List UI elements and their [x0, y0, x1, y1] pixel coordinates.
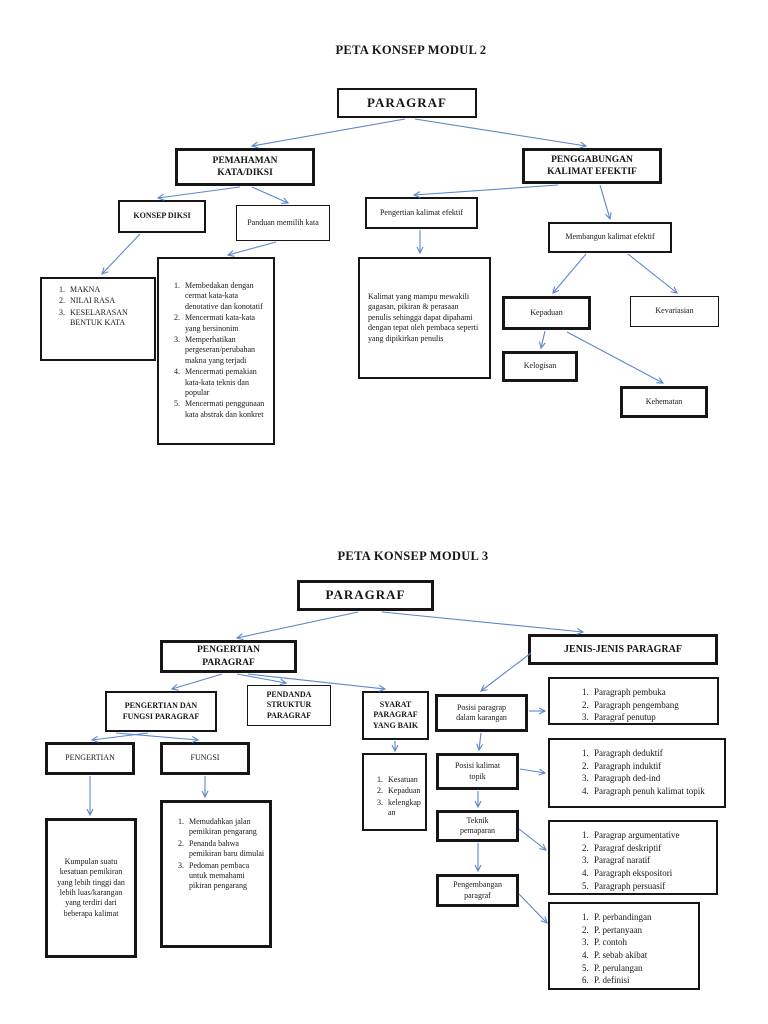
list-item: Kepaduan — [385, 786, 423, 796]
node-kepaduan: Kepaduan — [502, 296, 591, 330]
listbox-syarat: KesatuanKepaduan kelengkapan — [362, 753, 427, 831]
node-fungsi: FUNGSI — [160, 742, 250, 775]
node-paragraf-m2: PARAGRAF — [337, 88, 477, 118]
node-paragraf-m3: PARAGRAF — [297, 580, 434, 611]
list-item: P. sebab akibat — [591, 950, 694, 962]
jenis-list4: P. perbandinganP. pertanyaanP. contohP. … — [574, 912, 694, 987]
list-item: P. perbandingan — [591, 912, 694, 924]
jenis-list2: Paragraph deduktifParagraph induktifPara… — [574, 748, 720, 798]
listbox-makna: MAKNANILAI RASA KESELARASAN BENTUK KATA — [40, 277, 156, 361]
list-item: Membedakan dengan cermat kata-kata denot… — [182, 281, 269, 312]
list-item: Paragraf penutup — [591, 712, 713, 723]
list-item: MAKNA — [67, 285, 150, 295]
jenis-list1: Paragraph pembukaParagraph pengembangPar… — [574, 687, 713, 723]
listbox-posisi-kalimat: Paragraph deduktifParagraph induktifPara… — [548, 738, 726, 808]
list-item: Penanda bahwa pemikiran baru dimulai — [186, 839, 265, 860]
node-kelogisan: Kelogisan — [502, 351, 578, 382]
node-kumpulan-desc: Kumpulan suatu kesatuan pemikiran yang l… — [45, 818, 137, 958]
list-item: P. perulangan — [591, 963, 694, 975]
node-konsep-diksi: KONSEP DIKSI — [118, 200, 206, 233]
fungsi-list: Memudahkan jalan pemikiran pengarangPena… — [169, 817, 265, 892]
node-pengertian: PENGERTIAN — [45, 742, 135, 775]
list-item: Paragraph ded-ind — [591, 773, 720, 785]
node-kevariasian: Kevariasian — [630, 296, 719, 327]
list-item: Kesatuan — [385, 775, 423, 785]
list-item: Paragraf naratif — [591, 855, 712, 867]
list-item: Paragraph pengembang — [591, 700, 713, 712]
list-item: Mencermati kata-kata yang bersinonim — [182, 313, 269, 334]
list-item: Paragraph deduktif — [591, 748, 720, 760]
list-item: P. definisi — [591, 975, 694, 987]
list-item: Mencermati penggunaan kata abstrak dan k… — [182, 399, 269, 420]
list-item: NILAI RASA — [67, 296, 150, 306]
node-pendanda-struktur: PENDANDA STRUKTUR PARAGRAF — [247, 685, 331, 726]
list-item: Paragraph penuh kalimat topik — [591, 786, 720, 798]
modul2-title: PETA KONSEP MODUL 2 — [335, 43, 487, 57]
listbox-posisi-paragrap: Paragraph pembukaParagraph pengembangPar… — [548, 677, 719, 725]
panduan-list: Membedakan dengan cermat kata-kata denot… — [165, 281, 269, 420]
listbox-teknik: Paragrap argumentativeParagraf deskripti… — [548, 820, 718, 895]
listbox-pengembangan: P. perbandinganP. pertanyaanP. contohP. … — [548, 902, 700, 990]
list-item: Memperhatikan pergeseran/perubahan makna… — [182, 335, 269, 366]
list-item: Memudahkan jalan pemikiran pengarang — [186, 817, 265, 838]
syarat-list: KesatuanKepaduan kelengkapan — [368, 775, 423, 819]
list-item: Paragraph ekspositori — [591, 868, 712, 880]
list-item: Paragrap argumentative — [591, 830, 712, 842]
node-posisi-kalimat-topik: Posisi kalimat topik — [436, 753, 519, 790]
node-membangun-kalimat-efektif: Membangun kalimat efektif — [548, 222, 672, 253]
list-item: Pedoman pembaca untuk memahami pikiran p… — [186, 861, 265, 892]
node-penggabungan-kalimat-efektif: PENGGABUNGAN KALIMAT EFEKTIF — [522, 148, 662, 184]
list-item: Paragraph induktif — [591, 761, 720, 773]
node-pengertian-paragraf: PENGERTIAN PARAGRAF — [160, 640, 297, 673]
node-jenis-jenis-paragraf: JENIS-JENIS PARAGRAF — [528, 634, 718, 665]
node-pengertian-dan-fungsi: PENGERTIAN DAN FUNGSI PARAGRAF — [105, 691, 217, 732]
node-pengembangan-paragraf: Pengembangan paragraf — [436, 874, 519, 907]
list-item: Paragraph persuasif — [591, 881, 712, 893]
makna-list: MAKNANILAI RASA KESELARASAN BENTUK KATA — [50, 285, 150, 329]
node-kalimat-efektif-desc: Kalimat yang mampu mewakili gagasan, pik… — [358, 257, 491, 379]
list-item: Paragraf deskriptif — [591, 843, 712, 855]
list-item: kelengkapan — [385, 798, 423, 819]
node-pengertian-kalimat-efektif: Pengertian kalimat efektif — [365, 197, 478, 229]
node-panduan-memilih-kata: Panduan memilih kata — [236, 205, 330, 241]
list-item: P. pertanyaan — [591, 925, 694, 937]
node-teknik-pemaparan: Teknik pemaparan — [436, 810, 519, 842]
node-pemahaman-kata-diksi: PEMAHAMAN KATA/DIKSI — [175, 148, 315, 186]
listbox-fungsi: Memudahkan jalan pemikiran pengarangPena… — [160, 800, 272, 948]
node-syarat-paragraf-baik: SYARAT PARAGRAF YANG BAIK — [362, 691, 429, 740]
listbox-panduan-memilih: Membedakan dengan cermat kata-kata denot… — [157, 257, 275, 445]
list-item: KESELARASAN BENTUK KATA — [67, 308, 150, 329]
node-kehematan: Kehematan — [620, 386, 708, 418]
modul3-title: PETA KONSEP MODUL 3 — [337, 549, 489, 563]
jenis-list3: Paragrap argumentativeParagraf deskripti… — [574, 830, 712, 892]
list-item: Paragraph pembuka — [591, 687, 713, 699]
node-posisi-paragrap: Posisi paragrap dalam karangan — [435, 694, 528, 732]
list-item: P. contoh — [591, 937, 694, 949]
list-item: Mencermati pemakian kata-kata teknis dan… — [182, 367, 269, 398]
